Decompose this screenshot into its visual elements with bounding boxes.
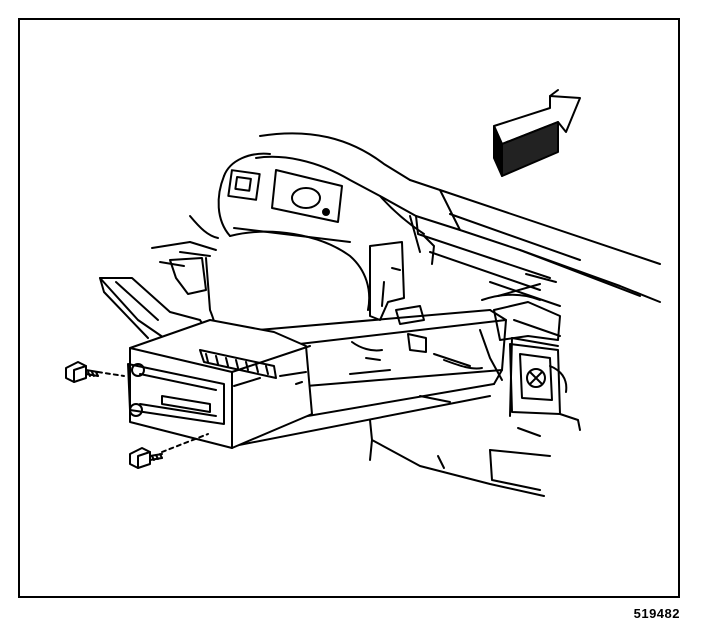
wire-harness [179, 215, 557, 301]
mounting-screw-icon [65, 361, 209, 469]
forward-direction-arrow-icon [493, 89, 581, 177]
figure-number: 519482 [633, 606, 680, 621]
dashboard-shroud [189, 132, 425, 311]
radio-unit [127, 319, 313, 449]
right-support-bracket [369, 241, 568, 417]
lower-center-panel [369, 353, 551, 497]
radio-removal-illustration [65, 89, 661, 497]
figure-frame [18, 18, 680, 598]
right-air-vent [509, 343, 581, 431]
dash-panel [409, 179, 661, 307]
